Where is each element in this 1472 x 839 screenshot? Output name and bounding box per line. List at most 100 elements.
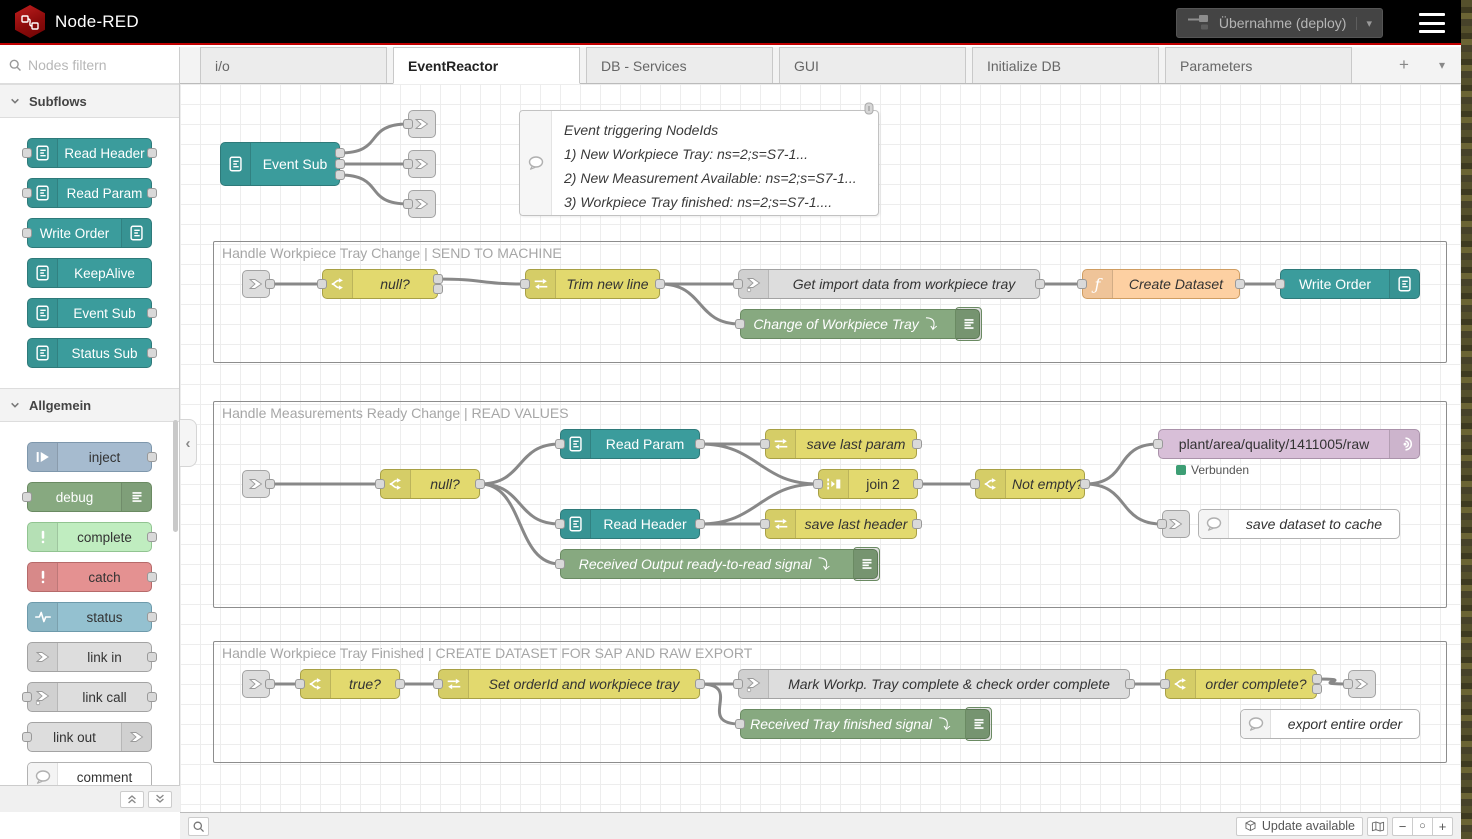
output-port[interactable]: [335, 148, 345, 158]
palette-scrollbar[interactable]: [173, 420, 178, 532]
flow-list-caret-button[interactable]: ▾: [1438, 58, 1446, 72]
palette-node-link-out[interactable]: link out: [22, 722, 152, 752]
node-g2-link-in[interactable]: [242, 470, 275, 498]
node-g1-null[interactable]: null?: [317, 269, 443, 299]
node-g1-debug[interactable]: Change of Workpiece Tray ⤵: [735, 307, 982, 341]
input-port[interactable]: [22, 492, 32, 502]
input-port[interactable]: [760, 439, 770, 449]
node-g2-save-param[interactable]: save last param: [760, 429, 922, 459]
tab-gui[interactable]: GUI: [779, 47, 966, 83]
input-port[interactable]: [403, 119, 413, 129]
output-port[interactable]: [433, 274, 443, 284]
output-port[interactable]: [147, 532, 157, 542]
input-port[interactable]: [22, 692, 32, 702]
output-port[interactable]: [147, 188, 157, 198]
flow-canvas[interactable]: Handle Workpiece Tray Change | SEND TO M…: [180, 84, 1461, 812]
update-available-button[interactable]: Update available: [1235, 816, 1363, 836]
output-port[interactable]: [147, 692, 157, 702]
output-port[interactable]: [655, 279, 665, 289]
node-g3-link-in[interactable]: [242, 670, 275, 698]
zoom-in-button[interactable]: +: [1432, 816, 1453, 836]
output-port[interactable]: [265, 279, 275, 289]
node-g2-read-header[interactable]: Read Header: [555, 509, 705, 539]
input-port[interactable]: [1157, 519, 1167, 529]
palette-category-allgemein[interactable]: Allgemein: [0, 388, 179, 422]
input-port[interactable]: [22, 188, 32, 198]
output-port[interactable]: [1125, 679, 1135, 689]
output-port[interactable]: [147, 452, 157, 462]
tab-db-services[interactable]: DB - Services: [586, 47, 773, 83]
input-port[interactable]: [733, 279, 743, 289]
output-port[interactable]: [147, 572, 157, 582]
output-port[interactable]: [695, 679, 705, 689]
node-g2-debug[interactable]: Received Output ready-to-read signal ⤵: [555, 547, 880, 581]
output-port[interactable]: [265, 679, 275, 689]
output-port[interactable]: [912, 519, 922, 529]
output-port[interactable]: [475, 479, 485, 489]
output-port[interactable]: [1312, 674, 1322, 684]
input-port[interactable]: [813, 479, 823, 489]
output-port[interactable]: [1312, 684, 1322, 694]
palette-node-debug[interactable]: debug: [22, 482, 152, 512]
node-g2-read-param[interactable]: Read Param: [555, 429, 705, 459]
input-port[interactable]: [22, 148, 32, 158]
output-port[interactable]: [147, 612, 157, 622]
tab-i-o[interactable]: i/o: [200, 47, 387, 83]
palette-search[interactable]: [0, 47, 179, 84]
input-port[interactable]: [1077, 279, 1087, 289]
zoom-reset-button[interactable]: ○: [1412, 816, 1433, 836]
input-port[interactable]: [555, 519, 565, 529]
palette-node-inject[interactable]: inject: [27, 442, 157, 472]
palette-node-keepalive[interactable]: KeepAlive: [27, 258, 152, 288]
palette-node-read-header[interactable]: Read Header: [22, 138, 157, 168]
input-port[interactable]: [433, 679, 443, 689]
input-port[interactable]: [375, 479, 385, 489]
output-port[interactable]: [147, 652, 157, 662]
palette-node-write-order[interactable]: Write Order: [22, 218, 152, 248]
palette-node-link-in[interactable]: link in: [27, 642, 157, 672]
output-port[interactable]: [1080, 479, 1090, 489]
palette-node-comment[interactable]: comment: [27, 762, 152, 785]
node-g3-debug[interactable]: Received Tray finished signal ⤵: [735, 707, 992, 741]
node-g2-note[interactable]: save dataset to cache: [1198, 509, 1400, 539]
deploy-caret-icon[interactable]: ▾: [1356, 16, 1372, 30]
node-event-sub[interactable]: Event Sub: [220, 142, 345, 186]
main-menu-button[interactable]: [1419, 13, 1445, 33]
group-box[interactable]: Handle Workpiece Tray Change | SEND TO M…: [213, 241, 1447, 363]
node-g2-save-header[interactable]: save last header: [760, 509, 922, 539]
input-port[interactable]: [1275, 279, 1285, 289]
node-g3-true[interactable]: true?: [295, 669, 405, 699]
input-port[interactable]: [317, 279, 327, 289]
output-port[interactable]: [1035, 279, 1045, 289]
input-port[interactable]: [555, 559, 565, 569]
node-g3-set-order[interactable]: Set orderId and workpiece tray: [433, 669, 705, 699]
output-port[interactable]: [147, 148, 157, 158]
node-g3-order-complete[interactable]: order complete?: [1160, 669, 1322, 699]
output-port[interactable]: [1235, 279, 1245, 289]
output-port[interactable]: [912, 439, 922, 449]
node-link-out-3[interactable]: [403, 190, 436, 218]
search-flows-button[interactable]: [188, 816, 209, 836]
output-port[interactable]: [335, 170, 345, 180]
palette-node-link-call[interactable]: link call: [22, 682, 157, 712]
group-box[interactable]: Handle Workpiece Tray Finished | CREATE …: [213, 641, 1447, 763]
node-g3-mark[interactable]: Mark Workp. Tray complete & check order …: [733, 669, 1135, 699]
output-port[interactable]: [913, 479, 923, 489]
output-port[interactable]: [695, 439, 705, 449]
output-port[interactable]: [265, 479, 275, 489]
input-port[interactable]: [733, 679, 743, 689]
input-port[interactable]: [555, 439, 565, 449]
node-g1-link-in[interactable]: [242, 270, 275, 298]
input-port[interactable]: [735, 719, 745, 729]
tab-initialize-db[interactable]: Initialize DB: [972, 47, 1159, 83]
node-g2-not-empty[interactable]: Not empty?: [970, 469, 1090, 499]
output-port[interactable]: [433, 284, 443, 294]
node-g2-null[interactable]: null?: [375, 469, 485, 499]
input-port[interactable]: [403, 159, 413, 169]
output-port[interactable]: [395, 679, 405, 689]
output-port[interactable]: [147, 308, 157, 318]
node-g3-link-out[interactable]: [1343, 670, 1376, 698]
input-port[interactable]: [760, 519, 770, 529]
node-link-out-1[interactable]: [403, 110, 436, 138]
